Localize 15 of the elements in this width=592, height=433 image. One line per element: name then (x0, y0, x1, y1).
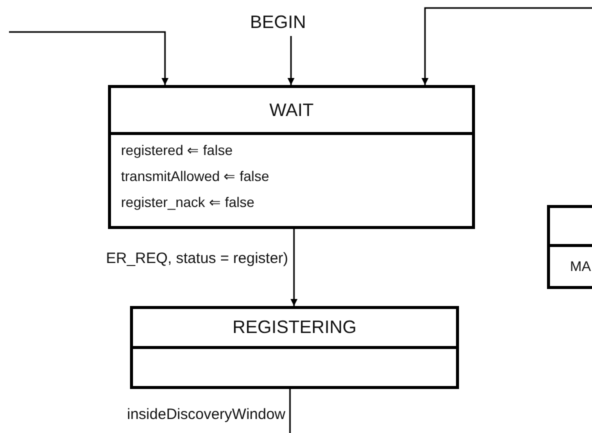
arrow (290, 229, 298, 306)
edge-label: insideDiscoveryWindow (127, 406, 286, 423)
state-action: MA (570, 257, 592, 276)
state-action: transmitAllowed ⇐ false (121, 167, 270, 186)
state-action: registered ⇐ false (121, 141, 234, 160)
state-name: WAIT (269, 100, 314, 120)
start-label: BEGIN (250, 12, 306, 33)
arrow (422, 7, 592, 85)
state-box (108, 85, 475, 229)
state-action: register_nack ⇐ false (121, 193, 256, 212)
state-name: REGISTERING (232, 317, 356, 338)
arrow (9, 31, 168, 85)
arrow (288, 36, 294, 85)
edge-label: ER_REQ, status = register) (106, 250, 288, 267)
state-box (130, 306, 459, 389)
